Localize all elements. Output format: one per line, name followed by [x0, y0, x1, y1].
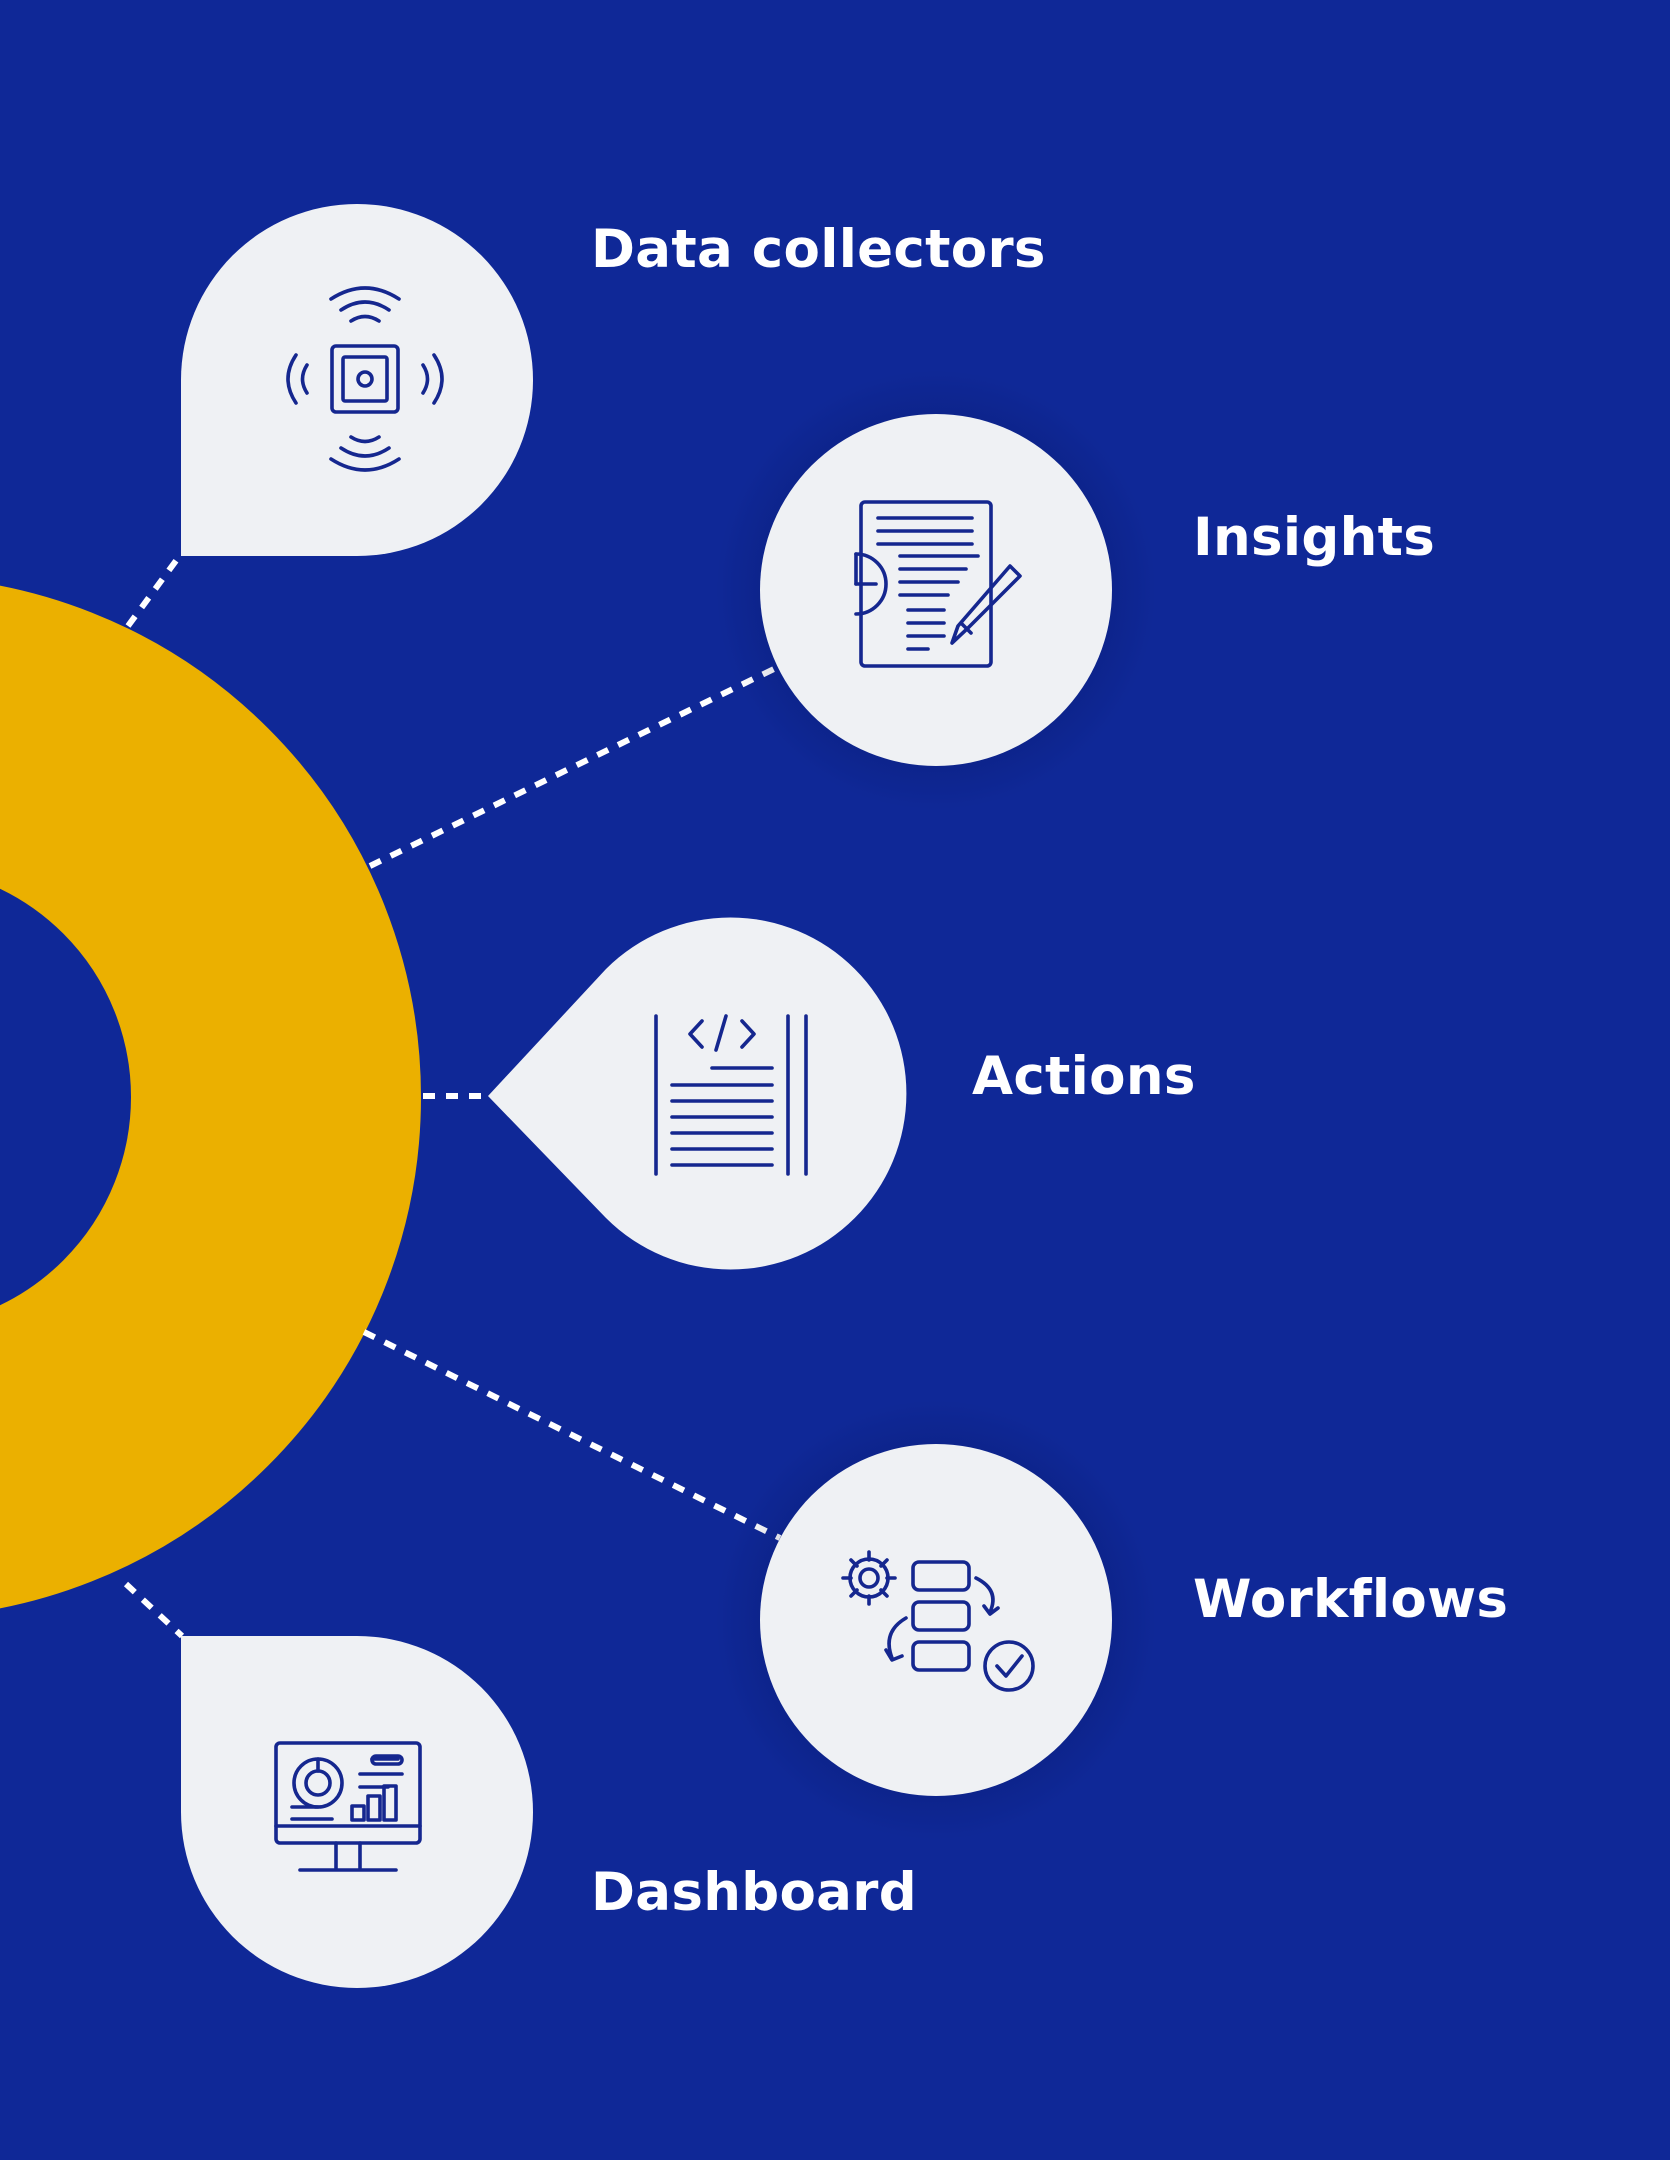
node-shape-actions: [488, 917, 907, 1270]
node-shape-dashboard: [181, 1636, 533, 1988]
node-insights: [760, 414, 1112, 766]
node-shape-insights: [760, 414, 1112, 766]
ring-band: [0, 585, 421, 1609]
workflow-process-icon: [841, 1550, 1035, 1692]
node-shape-workflows: [760, 1444, 1112, 1796]
connector-data-collectors: [125, 556, 181, 628]
node-data-collectors: [181, 204, 533, 556]
node-workflows: [760, 1444, 1112, 1796]
connector-workflows: [362, 1329, 782, 1541]
node-dashboard: [181, 1636, 533, 1988]
report-edit-icon: [854, 500, 1022, 668]
connector-dashboard: [123, 1581, 185, 1639]
label-insights: Insights: [1193, 507, 1436, 568]
label-actions: Actions: [972, 1046, 1196, 1107]
label-data-collectors: Data collectors: [591, 219, 1046, 280]
sensor-signal-icon: [286, 286, 444, 472]
label-workflows: Workflows: [1193, 1569, 1509, 1630]
analytics-monitor-icon: [274, 1741, 422, 1872]
node-actions: [488, 917, 907, 1270]
label-dashboard: Dashboard: [591, 1862, 917, 1923]
connector-lines: [123, 556, 782, 1639]
connector-insights: [368, 663, 782, 869]
central-ring: [0, 585, 421, 1609]
code-document-icon: [654, 1014, 808, 1176]
